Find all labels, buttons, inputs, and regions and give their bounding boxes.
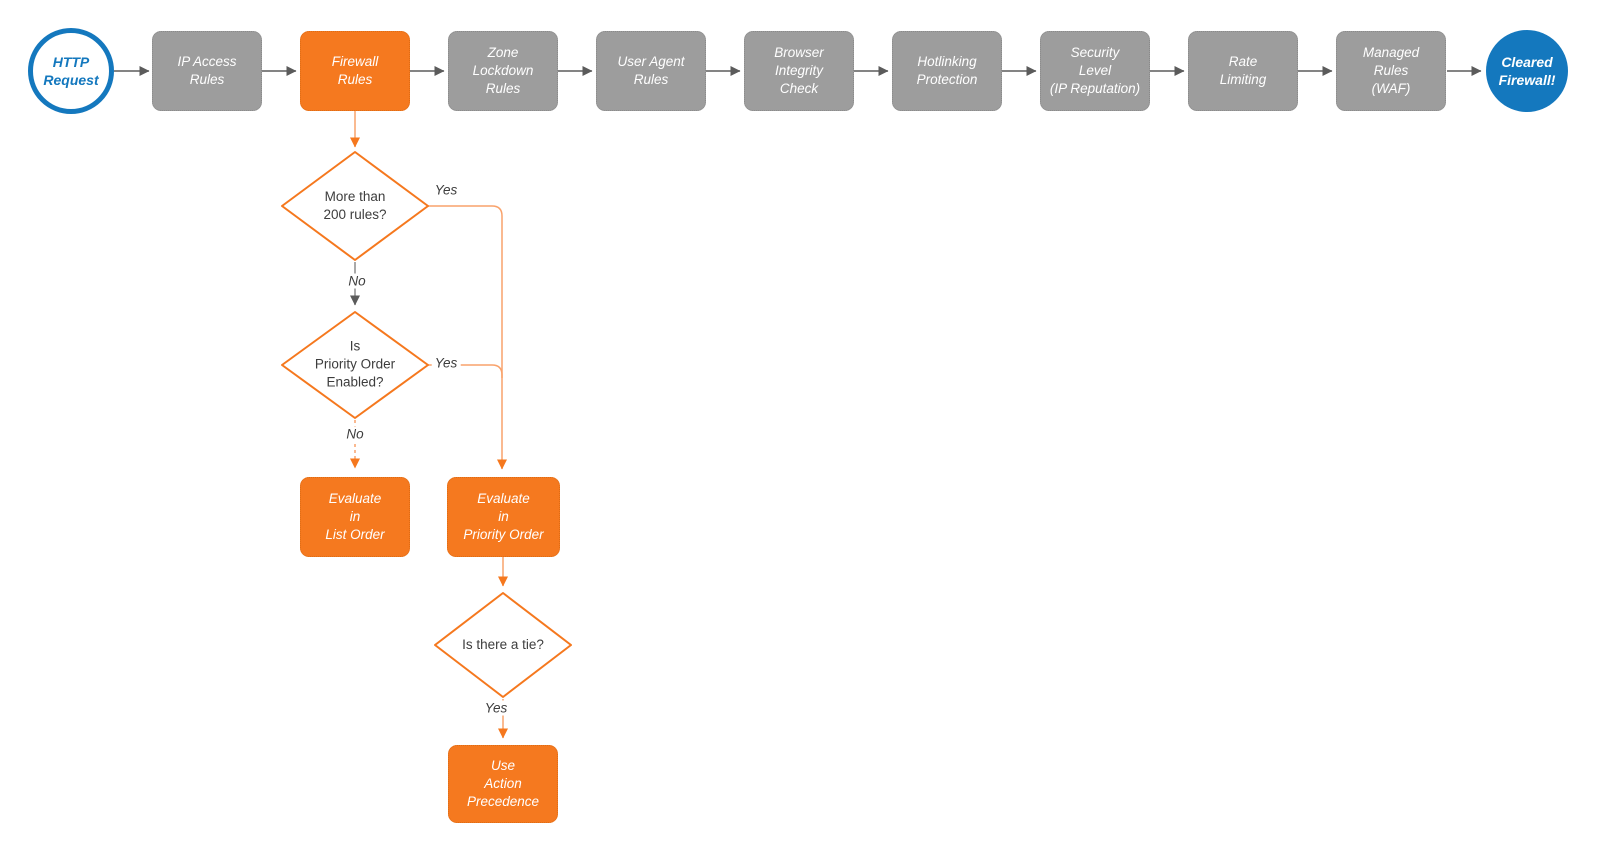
decision-more-than-200-rules-label: More than 200 rules? bbox=[323, 188, 387, 222]
stage-browser-integrity-check: Browser Integrity Check bbox=[744, 31, 854, 111]
action-evaluate-list-order: Evaluate in List Order bbox=[300, 477, 410, 557]
cleared-firewall-node: Cleared Firewall! bbox=[1486, 30, 1568, 112]
stage-security-level: Security Level (IP Reputation) bbox=[1040, 31, 1150, 111]
stage-rate-limiting: Rate Limiting bbox=[1188, 31, 1298, 111]
stage-ip-access-rules: IP Access Rules bbox=[152, 31, 262, 111]
action-use-action-precedence: Use Action Precedence bbox=[448, 745, 558, 823]
decision-priority-order-enabled-label: Is Priority Order Enabled? bbox=[314, 338, 396, 391]
action-evaluate-priority-order: Evaluate in Priority Order bbox=[447, 477, 560, 557]
stage-user-agent-rules: User Agent Rules bbox=[596, 31, 706, 111]
decision-is-there-a-tie-shape bbox=[434, 592, 572, 698]
arrow-yes-200-to-priority-order-box bbox=[428, 205, 507, 470]
stage-firewall-rules: Firewall Rules bbox=[300, 31, 410, 111]
edge-label-yes-200: Yes bbox=[431, 182, 461, 198]
arrow-yes-priority-merge bbox=[428, 364, 503, 378]
stage-hotlinking-protection: Hotlinking Protection bbox=[892, 31, 1002, 111]
decision-is-there-a-tie-label: Is there a tie? bbox=[462, 636, 544, 652]
stage-managed-rules-waf: Managed Rules (WAF) bbox=[1336, 31, 1446, 111]
http-request-node: HTTP Request bbox=[28, 28, 114, 114]
edge-label-no-200: No bbox=[345, 273, 369, 289]
edge-label-no-priority: No bbox=[343, 426, 367, 442]
decision-more-than-200-rules-shape bbox=[281, 151, 429, 261]
stage-zone-lockdown-rules: Zone Lockdown Rules bbox=[448, 31, 558, 111]
decision-priority-order-enabled-shape bbox=[281, 311, 429, 419]
edge-label-yes-tie: Yes bbox=[481, 700, 511, 716]
edge-label-yes-priority: Yes bbox=[431, 355, 461, 371]
